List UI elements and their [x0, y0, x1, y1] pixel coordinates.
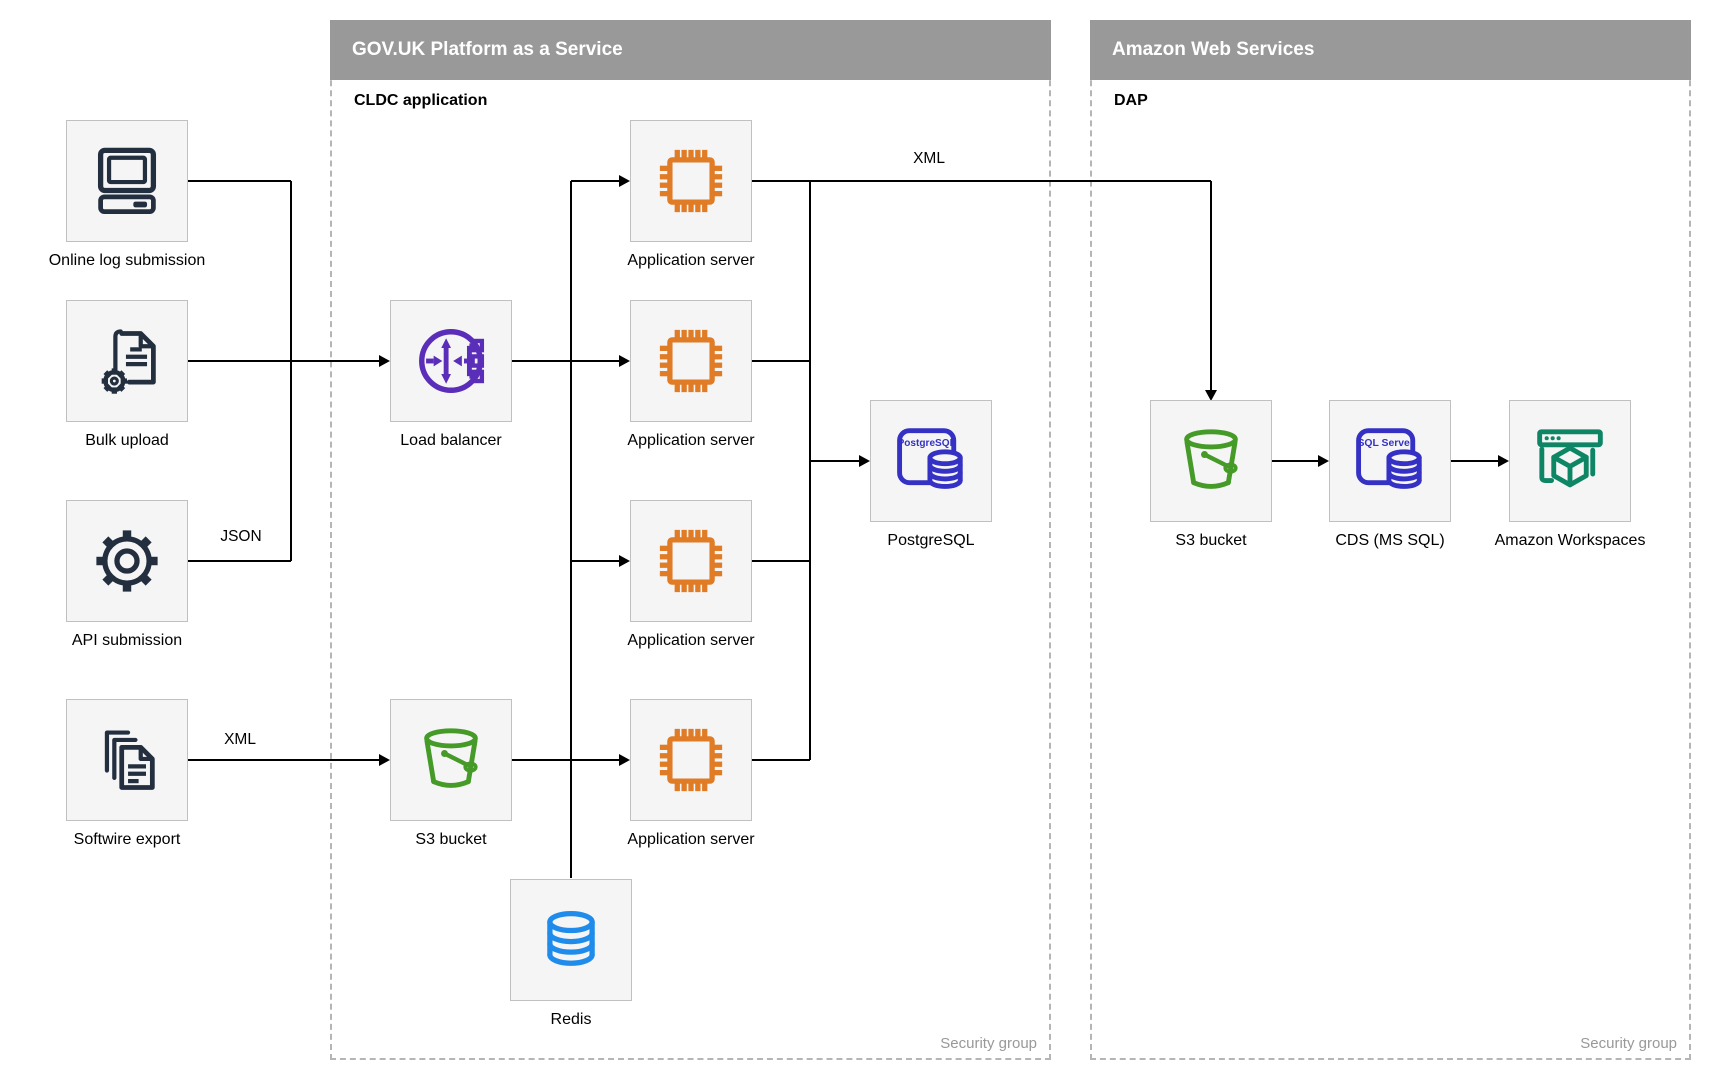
container-aws-sublabel: DAP [1114, 92, 1148, 109]
chip-icon [659, 329, 723, 393]
sql-server-database-icon: SQL Server [1356, 428, 1422, 489]
edge-label-xml-softwire: XML [224, 731, 256, 748]
s3-bucket-icon [424, 728, 478, 788]
edge-label-json: JSON [220, 528, 262, 545]
node-s3-bucket-paas [390, 699, 512, 821]
container-aws-title-bar: Amazon Web Services [1090, 20, 1691, 80]
node-redis [510, 879, 632, 1001]
node-label-api-submission: API submission [71, 632, 183, 649]
node-s3-bucket-aws [1150, 400, 1272, 522]
sql-server-icon-text: SQL Server [1357, 438, 1413, 449]
node-label-online-log-submission: Online log submission [48, 252, 206, 269]
container-aws: Amazon Web Services DAP Security group [1090, 20, 1691, 1060]
s3-bucket-icon [1184, 429, 1238, 489]
desktop-computer-icon [97, 147, 157, 214]
node-label-app-server-1: Application server [627, 252, 755, 269]
container-govuk-title: GOV.UK Platform as a Service [352, 39, 623, 60]
node-label-app-server-2: Application server [627, 432, 755, 449]
edge-label-xml-to-aws: XML [913, 150, 945, 167]
small-gear [101, 368, 127, 394]
node-label-s3-bucket-aws: S3 bucket [1175, 532, 1247, 549]
node-label-s3-bucket-paas: S3 bucket [415, 831, 487, 848]
node-app-server-2 [630, 300, 752, 422]
document-gear-icon [101, 329, 156, 394]
node-softwire-export [66, 699, 188, 821]
node-postgresql: PostgreSQL [870, 400, 992, 522]
container-aws-title: Amazon Web Services [1112, 39, 1315, 60]
document-stack-icon [104, 730, 155, 790]
node-bulk-upload [66, 300, 188, 422]
workspaces-window-cube-icon [1537, 429, 1603, 488]
node-label-cds-mssql: CDS (MS SQL) [1335, 532, 1445, 549]
node-load-balancer [390, 300, 512, 422]
node-label-app-server-3: Application server [627, 632, 755, 649]
database-cylinder-icon [547, 910, 595, 966]
node-api-submission [66, 500, 188, 622]
postgresql-icon-text: PostgreSQL [898, 438, 956, 449]
node-label-bulk-upload: Bulk upload [85, 432, 169, 449]
node-online-log-submission [66, 120, 188, 242]
node-amazon-workspaces [1509, 400, 1631, 522]
node-label-load-balancer: Load balancer [400, 432, 502, 449]
node-label-amazon-workspaces: Amazon Workspaces [1494, 532, 1646, 549]
node-label-postgresql: PostgreSQL [887, 532, 975, 549]
container-govuk-title-bar: GOV.UK Platform as a Service [330, 20, 1051, 80]
node-label-redis: Redis [550, 1011, 592, 1028]
container-aws-security-group-label: Security group [1580, 1035, 1677, 1052]
node-label-softwire-export: Softwire export [73, 831, 181, 848]
load-balancer-icon [419, 329, 485, 393]
postgresql-database-icon: PostgreSQL [897, 428, 963, 489]
node-app-server-3 [630, 500, 752, 622]
chip-icon [659, 529, 723, 593]
node-label-app-server-4: Application server [627, 831, 755, 848]
gear-icon [96, 530, 158, 592]
node-cds-mssql: SQL Server [1329, 400, 1451, 522]
chip-icon [659, 149, 723, 213]
container-govuk-security-group-label: Security group [940, 1035, 1037, 1052]
container-govuk-paas: GOV.UK Platform as a Service CLDC applic… [330, 20, 1051, 1060]
container-govuk-sublabel: CLDC application [354, 92, 488, 109]
node-app-server-1 [630, 120, 752, 242]
chip-icon [659, 728, 723, 792]
node-app-server-4 [630, 699, 752, 821]
